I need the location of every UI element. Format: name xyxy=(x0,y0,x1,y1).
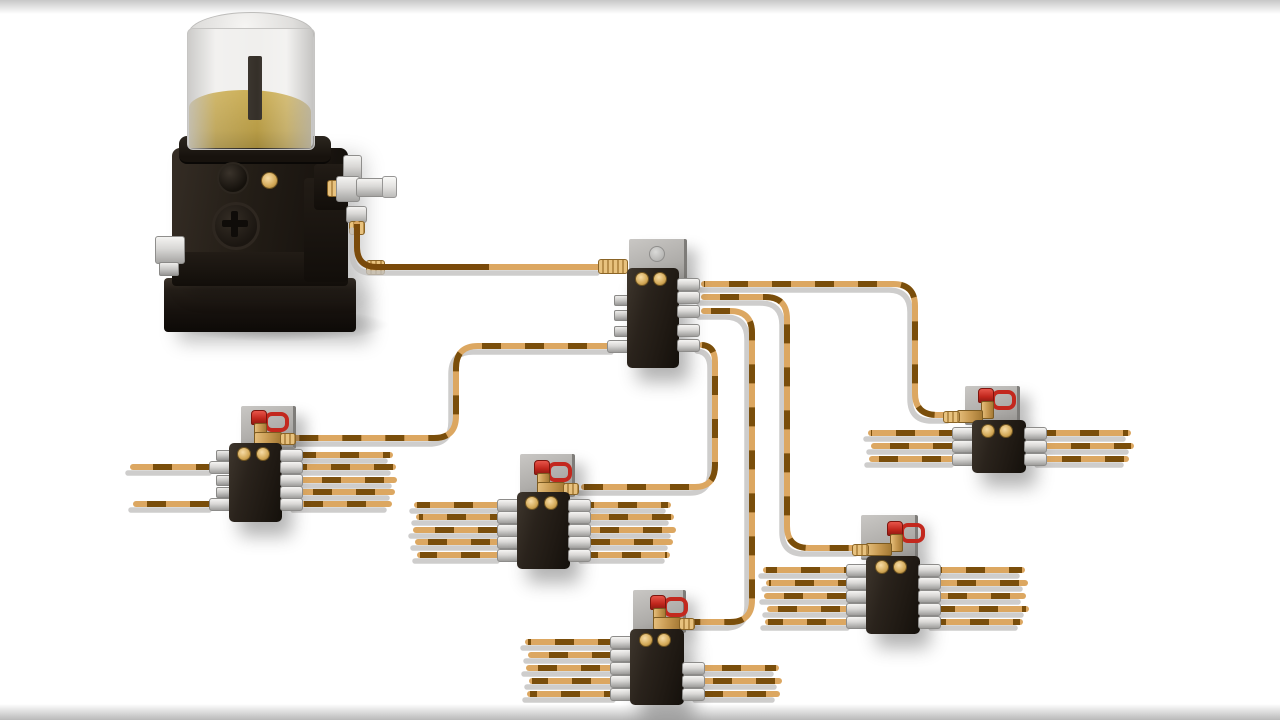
outlet-fitting xyxy=(918,577,941,590)
bracket-bolt xyxy=(649,246,665,262)
check-plug-brass xyxy=(525,496,539,510)
check-plug-brass xyxy=(237,447,251,461)
tube-main-to-top-right xyxy=(704,281,952,418)
bottom-vignette xyxy=(0,704,1280,720)
outlet-fitting xyxy=(1024,453,1047,466)
outlet-fitting xyxy=(677,305,700,318)
outlet-fitting xyxy=(1024,427,1047,440)
check-plug-brass xyxy=(999,424,1013,438)
zerk-pull-ring xyxy=(663,597,688,617)
check-plug-brass xyxy=(639,633,653,647)
outlet-fitting xyxy=(682,688,705,701)
outlet-fitting xyxy=(568,549,591,562)
tube-main-to-bottom-right xyxy=(696,300,858,557)
reservoir-glass xyxy=(187,28,315,150)
outlet-fitting xyxy=(677,278,700,291)
outlet-fitting xyxy=(918,616,941,629)
tube-main-to-bottom-right xyxy=(704,294,860,551)
outlet-fitting xyxy=(568,536,591,549)
outlet-fitting xyxy=(682,662,705,675)
adjuster-screw-slot-v xyxy=(231,211,238,237)
inlet-nut xyxy=(280,433,296,445)
tube-main-to-bottom-center xyxy=(689,308,755,625)
outlet-fitting xyxy=(568,511,591,524)
zerk-pull-ring xyxy=(264,412,289,432)
adjuster-screw xyxy=(212,202,260,250)
inlet-nut xyxy=(852,544,869,556)
check-plug-brass xyxy=(981,424,995,438)
outlet-fitting xyxy=(918,564,941,577)
zerk-pull-ring xyxy=(991,390,1016,410)
tube-main-to-center xyxy=(584,342,718,490)
zerk-pull-ring xyxy=(900,523,925,543)
inlet-nut xyxy=(943,411,960,423)
outlet-fitting xyxy=(918,603,941,616)
tube-main-to-top-right xyxy=(696,287,950,424)
outlet-fitting xyxy=(918,590,941,603)
vent-plug-brass xyxy=(261,172,278,189)
check-plug-brass xyxy=(653,272,667,286)
check-plug-brass xyxy=(635,272,649,286)
pump-left-stub xyxy=(159,262,179,276)
outlet-fitting xyxy=(682,675,705,688)
outlet-fitting xyxy=(677,339,700,352)
tube-pump-to-main xyxy=(349,227,600,276)
check-plug-brass xyxy=(544,496,558,510)
inlet-elbow xyxy=(866,543,892,556)
divider-valve-body xyxy=(627,268,679,368)
tube-pump-to-main-filled xyxy=(354,224,489,270)
inlet-nut xyxy=(598,259,628,274)
pump-mounting-base xyxy=(164,278,356,332)
zerk-pull-ring xyxy=(547,462,572,482)
tube-main-to-center xyxy=(576,348,713,496)
outlet-fitting xyxy=(280,461,303,474)
fill-port-cap xyxy=(217,162,249,194)
outlet-fitting xyxy=(677,324,700,337)
outlet-fitting xyxy=(1024,440,1047,453)
outlet-fitting xyxy=(280,498,303,511)
check-plug-brass xyxy=(875,560,889,574)
tube-main-to-left xyxy=(294,343,616,441)
tube-main-to-bottom-center xyxy=(692,308,755,625)
outlet-fitting xyxy=(677,291,700,304)
check-plug-brass xyxy=(657,633,671,647)
valve-end-cap xyxy=(382,176,397,198)
tube-pump-to-main xyxy=(354,221,605,270)
tube-main-to-bottom-center xyxy=(684,314,750,631)
inlet-nut xyxy=(679,618,695,630)
check-plug-brass xyxy=(893,560,907,574)
check-plug-brass xyxy=(256,447,270,461)
top-vignette xyxy=(0,0,1280,14)
